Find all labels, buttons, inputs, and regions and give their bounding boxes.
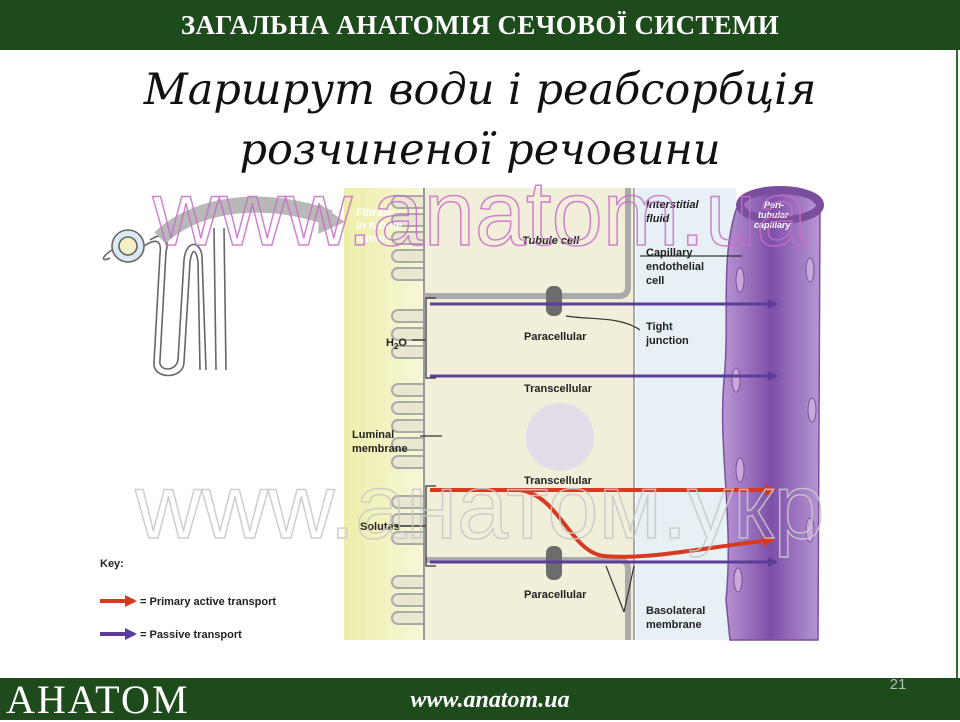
label-solutes: Solutes <box>360 521 400 533</box>
label-peritubular-2: tubular <box>758 210 789 220</box>
nephron-illustration <box>102 227 227 377</box>
label-basolateral-1: Basolateral <box>646 605 705 617</box>
label-luminal-2: membrane <box>352 443 408 455</box>
label-capillary-endothelial-3: cell <box>646 275 664 287</box>
label-peritubular-1: Peri- <box>764 200 784 210</box>
label-paracellular-top: Paracellular <box>524 331 587 343</box>
label-transcellular-top: Transcellular <box>524 383 593 395</box>
page-number: 21 <box>889 676 907 693</box>
key-passive-label: = Passive transport <box>140 629 242 641</box>
label-interstitial-2: fluid <box>646 213 669 225</box>
label-tubule-cell: Tubule cell <box>522 235 580 247</box>
slide-title-line-1: Маршрут води і реабсорбція <box>143 65 817 115</box>
watermark-bottom: www.анатом.укр <box>134 456 824 558</box>
header-title: ЗАГАЛЬНА АНАТОМІЯ СЕЧОВОЇ СИСТЕМИ <box>180 10 780 40</box>
label-h2o-tail: O <box>398 337 407 349</box>
footer-bar <box>0 678 960 720</box>
label-filtrate-1: Filtrate <box>356 207 393 219</box>
header-bar <box>0 0 960 50</box>
label-h2o: H <box>386 337 394 349</box>
cell-nucleus <box>526 403 594 471</box>
slide-frame <box>0 50 958 678</box>
label-interstitial-1: Interstitial <box>646 199 700 211</box>
label-basolateral-2: membrane <box>646 619 702 631</box>
label-tight-junction-2: junction <box>645 335 689 347</box>
watermark-top: www.anatom.ua <box>152 180 808 265</box>
interstitial-fluid <box>636 188 736 640</box>
key-title: Key: <box>100 558 124 570</box>
cell-boundary-top <box>424 188 631 299</box>
slide-title: Маршрут води і реабсорбція розчиненої ре… <box>60 60 900 180</box>
footer-url[interactable]: www.anatom.ua <box>410 687 570 713</box>
label-h2o-sub: 2 <box>394 342 399 351</box>
label-capillary-endothelial-2: endothelial <box>646 261 704 273</box>
key-primary-label: = Primary active transport <box>140 596 276 608</box>
solutes-active-arrow <box>519 488 775 559</box>
label-filtrate-3: lumen <box>356 233 389 245</box>
tubule-cell <box>424 188 634 640</box>
label-paracellular-bottom: Paracellular <box>524 589 587 601</box>
svg-text:H2O: H2O <box>386 337 407 351</box>
label-peritubular-3: capillary <box>754 220 792 230</box>
diagram-key: Key: = Primary active transport = Passiv… <box>100 558 276 641</box>
slide-title-line-2: розчиненої речовини <box>239 125 721 175</box>
label-luminal-1: Luminal <box>352 429 394 441</box>
tight-junction-top <box>546 286 562 316</box>
magnify-arrow <box>154 196 333 244</box>
microvilli <box>391 195 424 625</box>
label-transcellular-bottom: Transcellular <box>524 475 593 487</box>
footer-logo: АНАТОМ <box>6 677 190 722</box>
label-capillary-endothelial-1: Capillary <box>646 247 693 259</box>
label-tight-junction-1: Tight <box>646 321 673 333</box>
label-filtrate-2: in tubule <box>356 220 402 232</box>
